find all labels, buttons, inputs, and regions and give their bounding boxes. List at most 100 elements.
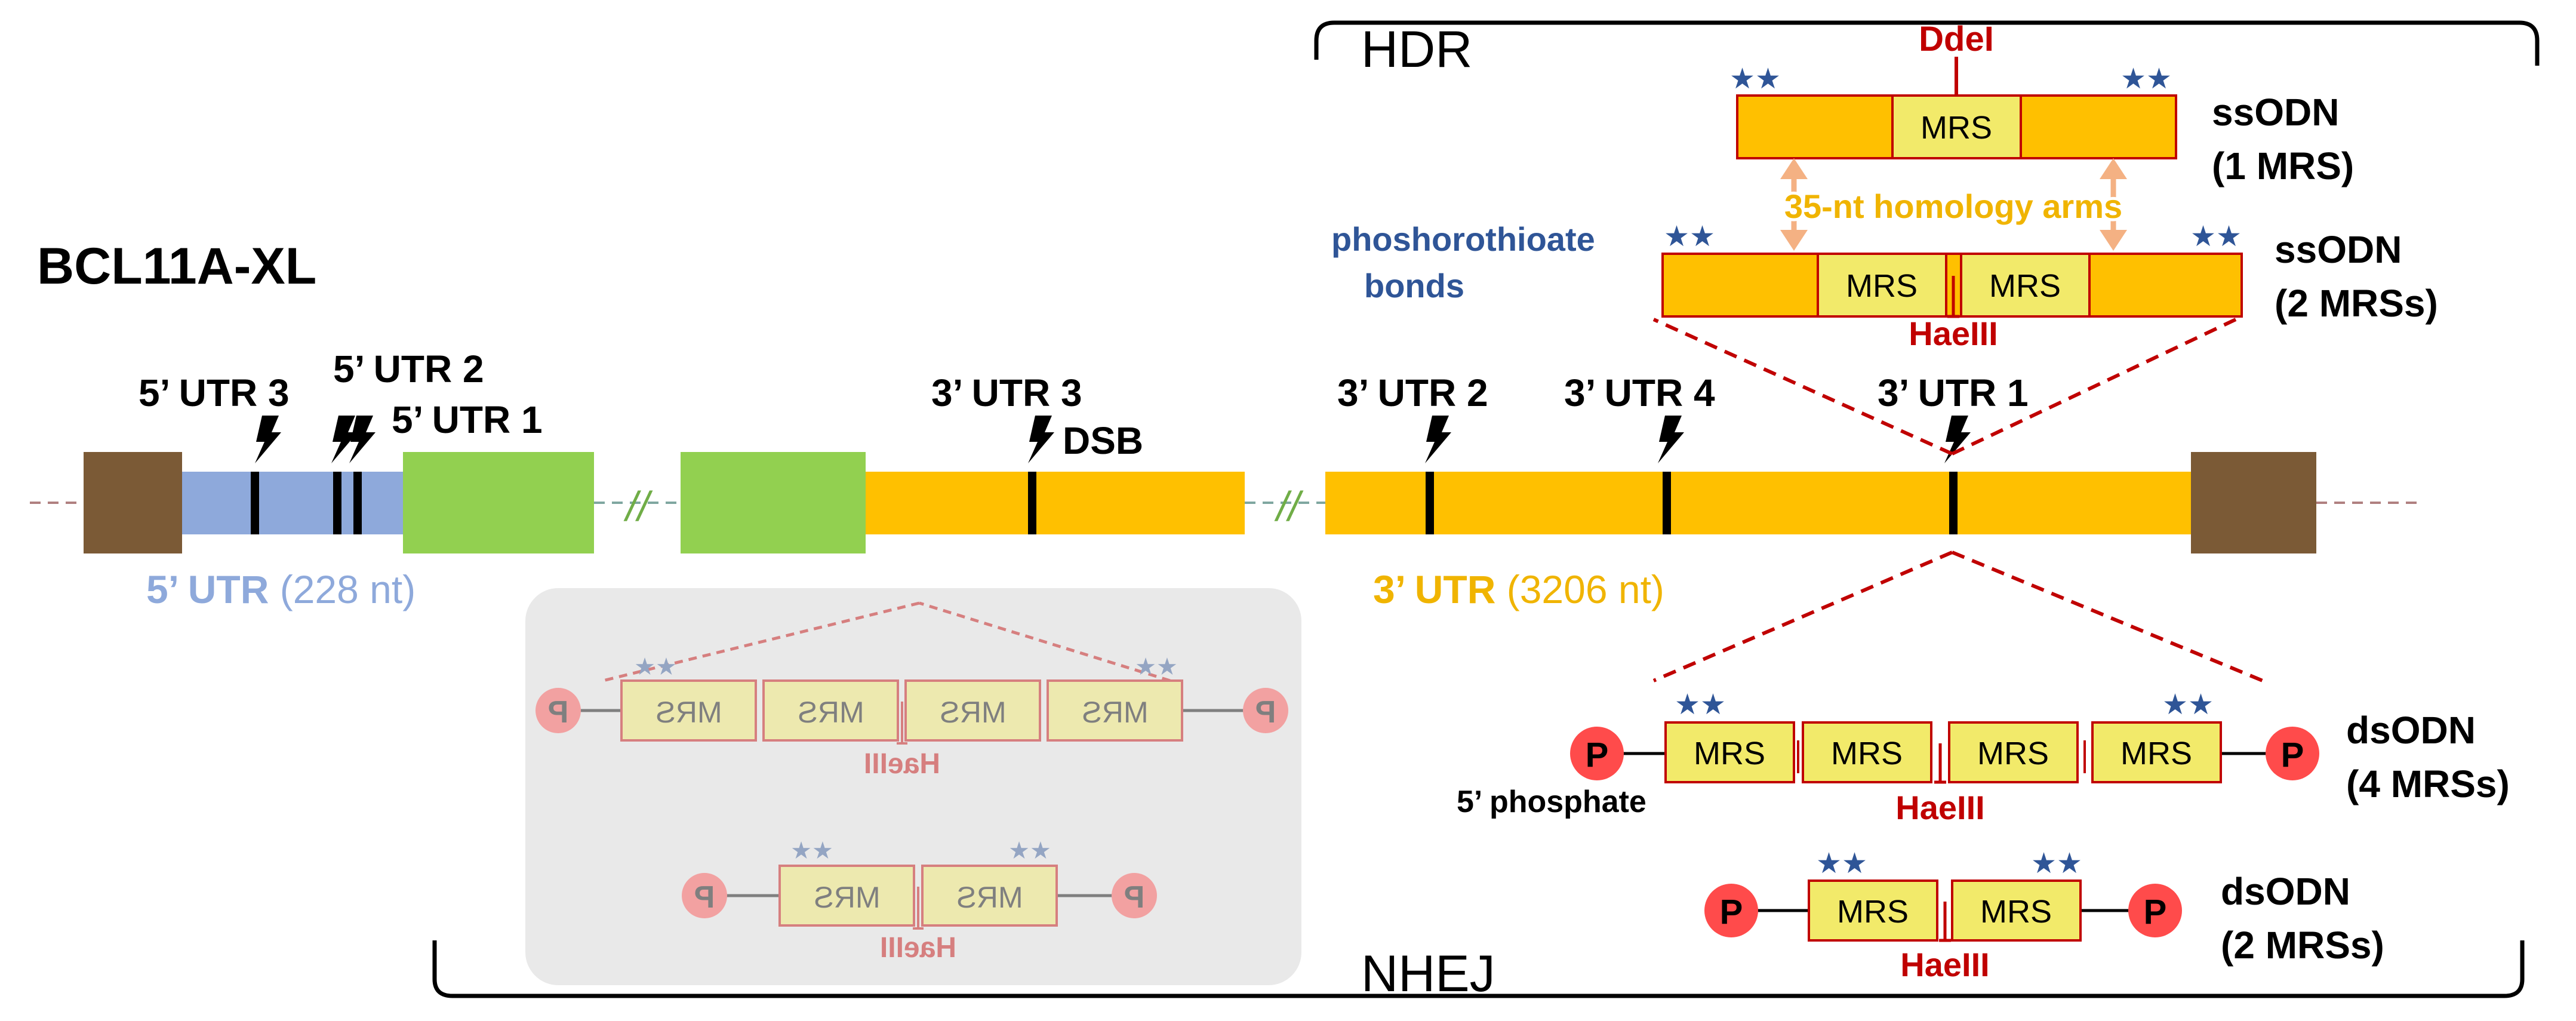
ddei-label: DdeI xyxy=(1919,20,1994,59)
site-tick-5utr1 xyxy=(353,472,362,534)
site-tick-3utr2 xyxy=(1426,472,1434,534)
inset-phosphate-right-label: P xyxy=(694,880,715,915)
dsb-bolt-icon xyxy=(255,416,281,463)
ssodn-1mrs: MRS DdeI ★★ ★★ ssODN (1 MRS) xyxy=(1729,20,2354,187)
phosphate-label: P xyxy=(1586,736,1609,774)
inset-stars: ★★ xyxy=(1008,838,1051,864)
brown-block-left xyxy=(84,452,182,553)
dsodn-2mrs: P P MRS MRS HaeIII ★★ ★★ dsODN (2 MRSs) xyxy=(1704,848,2384,983)
site-tick-3utr1 xyxy=(1949,472,1958,534)
inset-phosphate-right-label: P xyxy=(548,695,569,730)
five-phosphate-label: 5’ phosphate xyxy=(1457,785,1646,819)
haeiii-label: HaeIII xyxy=(1895,789,1984,826)
phosphorothioate-label-line1: phoshorothioate xyxy=(1331,220,1595,258)
dsodn-4mrs: P P MRS MRS MRS MRS HaeIII ★★ ★★ 5’ phos… xyxy=(1457,689,2510,826)
three-utr-caption-name: 3’ UTR xyxy=(1373,567,1495,611)
hdr-label: HDR xyxy=(1361,21,1472,78)
inset-stars: ★★ xyxy=(790,838,833,864)
inset-mrs-label: MRS xyxy=(940,696,1006,729)
dsodn-4mrs-count: (4 MRSs) xyxy=(2346,762,2510,805)
inset-phosphate-right xyxy=(535,688,581,733)
inset-mrs-label: MRS xyxy=(655,696,722,729)
brown-block-right xyxy=(2191,452,2316,553)
stars-left: ★★ xyxy=(1675,689,1726,721)
stars-left: ★★ xyxy=(1729,63,1781,95)
mrs-box xyxy=(1960,253,2091,318)
dsb-bolt-icon xyxy=(349,416,376,463)
mrs-box xyxy=(1802,721,1932,783)
ssodn-2mrs-count: (2 MRSs) xyxy=(2275,282,2438,325)
mrs-box xyxy=(1948,721,2079,783)
dsb-bolt-icon xyxy=(1028,416,1054,463)
phosphate-icon xyxy=(2266,727,2319,780)
inset-phosphate-left xyxy=(1243,688,1288,733)
inset-phosphate-left xyxy=(1112,873,1157,918)
mrs-box xyxy=(1891,94,2022,159)
label-3utr2: 3’ UTR 2 xyxy=(1337,371,1488,414)
green-exon-2 xyxy=(681,452,866,553)
label-3utr4: 3’ UTR 4 xyxy=(1564,371,1715,414)
five-utr-block xyxy=(182,472,403,534)
inset-phosphate-left-label: P xyxy=(1255,695,1276,730)
three-utr-caption: 3’ UTR (3206 nt) xyxy=(1373,567,1664,611)
haeiii-tick xyxy=(1934,743,1946,784)
haeiii-tick xyxy=(1939,902,1951,942)
inset-phosphate-right xyxy=(682,873,727,918)
five-utr-caption-name: 5’ UTR xyxy=(146,567,269,611)
green-exon-1 xyxy=(403,452,594,553)
inset-mrs-label: MRS xyxy=(798,696,864,729)
ssodn-1mrs-name: ssODN xyxy=(2212,91,2339,134)
site-tick-5utr3 xyxy=(251,472,259,534)
phosphate-label: P xyxy=(2144,893,2167,931)
stars-left: ★★ xyxy=(1816,848,1867,879)
stars-right: ★★ xyxy=(2031,848,2082,879)
stars-right: ★★ xyxy=(2120,63,2172,95)
nhej-bracket xyxy=(432,940,2525,998)
ssodn-2mrs-name: ssODN xyxy=(2275,228,2402,271)
phosphate-icon xyxy=(1570,727,1624,780)
mrs-label: MRS xyxy=(1989,268,2061,304)
stars-right: ★★ xyxy=(2162,689,2214,721)
stars-left: ★★ xyxy=(1664,221,1715,253)
mrs-box xyxy=(1817,253,1947,318)
inset-mrs-label: MRS xyxy=(814,881,880,914)
haeiii-tick xyxy=(1947,276,1959,318)
phosphate-icon xyxy=(2128,884,2182,937)
three-utr-block-1 xyxy=(866,472,1245,534)
ssodn-1mrs-count: (1 MRS) xyxy=(2212,144,2354,187)
dsb-bolt-icon xyxy=(1944,416,1971,463)
site-tick-5utr2 xyxy=(333,472,341,534)
dsb-bolt-icon xyxy=(1658,416,1684,463)
dsodn-2mrs-name: dsODN xyxy=(2221,870,2350,913)
dsodn-2mrs-count: (2 MRSs) xyxy=(2221,924,2384,967)
phosphate-icon xyxy=(1704,884,1758,937)
phosphorothioate-label-line2: bonds xyxy=(1364,267,1464,305)
hdr-bracket xyxy=(1314,20,2540,66)
label-3utr1: 3’ UTR 1 xyxy=(1878,371,2029,414)
five-utr-caption: 5’ UTR (228 nt) xyxy=(146,567,416,611)
mrs-label: MRS xyxy=(1837,894,1909,930)
label-5utr1: 5’ UTR 1 xyxy=(392,398,543,441)
ssodn-2mrs: MRS MRS HaeIII ★★ ★★ ssODN (2 MRSs) xyxy=(1661,221,2438,352)
mrs-box xyxy=(2091,721,2222,783)
mrs-label: MRS xyxy=(1846,268,1918,304)
inset-mrs-label: MRS xyxy=(956,881,1023,914)
inset-haeiii-label: HaeIII xyxy=(880,932,956,964)
phosphate-label: P xyxy=(2281,736,2304,774)
site-tick-3utr3 xyxy=(1028,472,1036,534)
homology-arms-label: 35-nt homology arms xyxy=(1784,187,2122,225)
zoom-guides xyxy=(1652,318,2264,682)
mrs-box xyxy=(1664,721,1795,783)
homology-arm-arrows: 35-nt homology arms xyxy=(1780,158,2127,251)
dsb-bolt-icon xyxy=(1425,416,1451,463)
dsodn-4mrs-name: dsODN xyxy=(2346,709,2476,752)
gene-diagram: // // 5’ UTR 3 5’ UTR 2 5’ UTR 1 3’ UTR … xyxy=(30,347,2424,611)
inset-stars: ★★ xyxy=(1135,654,1178,680)
mrs-label: MRS xyxy=(1977,736,2049,771)
mirrored-inset: P P MRS MRS MRS MRS HaeIII ★★ ★★ P xyxy=(525,588,1301,985)
nhej-label: NHEJ xyxy=(1361,945,1495,1002)
site-tick-3utr4 xyxy=(1663,472,1671,534)
mrs-label: MRS xyxy=(1921,110,1992,146)
inset-phosphate-left-label: P xyxy=(1124,880,1145,915)
gene-title: BCL11A-XL xyxy=(37,238,316,295)
